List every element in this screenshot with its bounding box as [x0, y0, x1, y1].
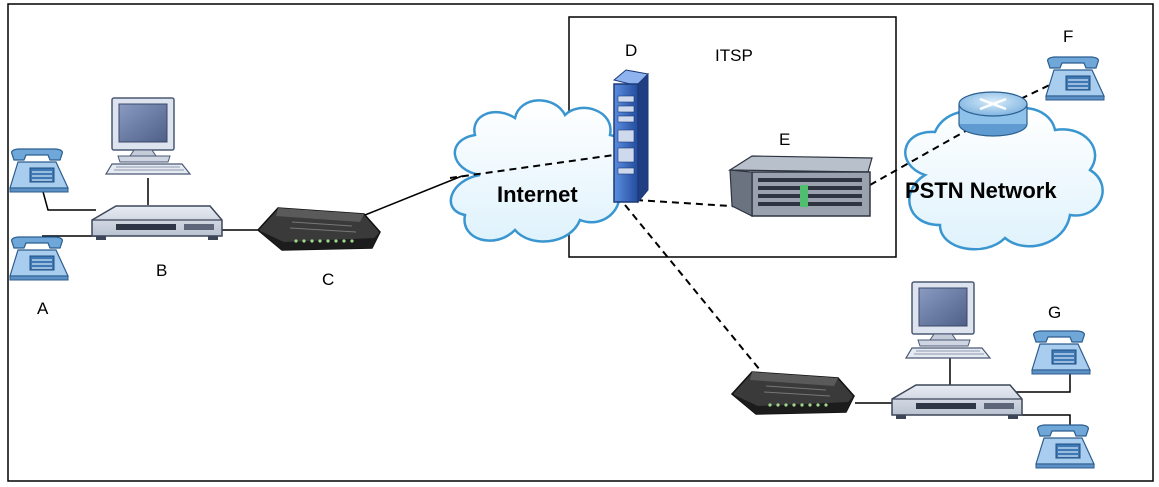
phone-icon — [9, 148, 69, 193]
label-pstn-network: PSTN Network — [905, 178, 1057, 203]
label-g: G — [1048, 303, 1061, 322]
router-icon — [91, 205, 223, 241]
label-c: C — [322, 270, 334, 289]
connections — [41, 79, 1071, 430]
computer-icon — [905, 281, 991, 359]
computer-icon — [105, 97, 191, 175]
router-icon — [891, 384, 1023, 420]
label-f: F — [1063, 27, 1073, 46]
modem-icon — [731, 371, 855, 415]
phone-icon — [9, 236, 69, 281]
phone-icon — [1035, 424, 1095, 469]
modem-icon — [257, 207, 381, 251]
phone-icon — [1045, 56, 1105, 101]
label-e: E — [779, 130, 790, 149]
phone-icon — [1031, 330, 1091, 375]
label-internet: Internet — [497, 182, 578, 207]
outer-frame — [7, 3, 1154, 482]
label-itsp: ITSP — [715, 46, 753, 65]
label-a: A — [37, 299, 49, 318]
label-b: B — [156, 261, 167, 280]
internet-cloud-icon — [449, 99, 635, 243]
label-d: D — [625, 41, 637, 60]
rack-server-icon — [612, 69, 649, 204]
pstn-router-icon — [958, 91, 1028, 137]
pstn-cloud-icon — [904, 106, 1104, 251]
server-icon — [727, 155, 873, 217]
